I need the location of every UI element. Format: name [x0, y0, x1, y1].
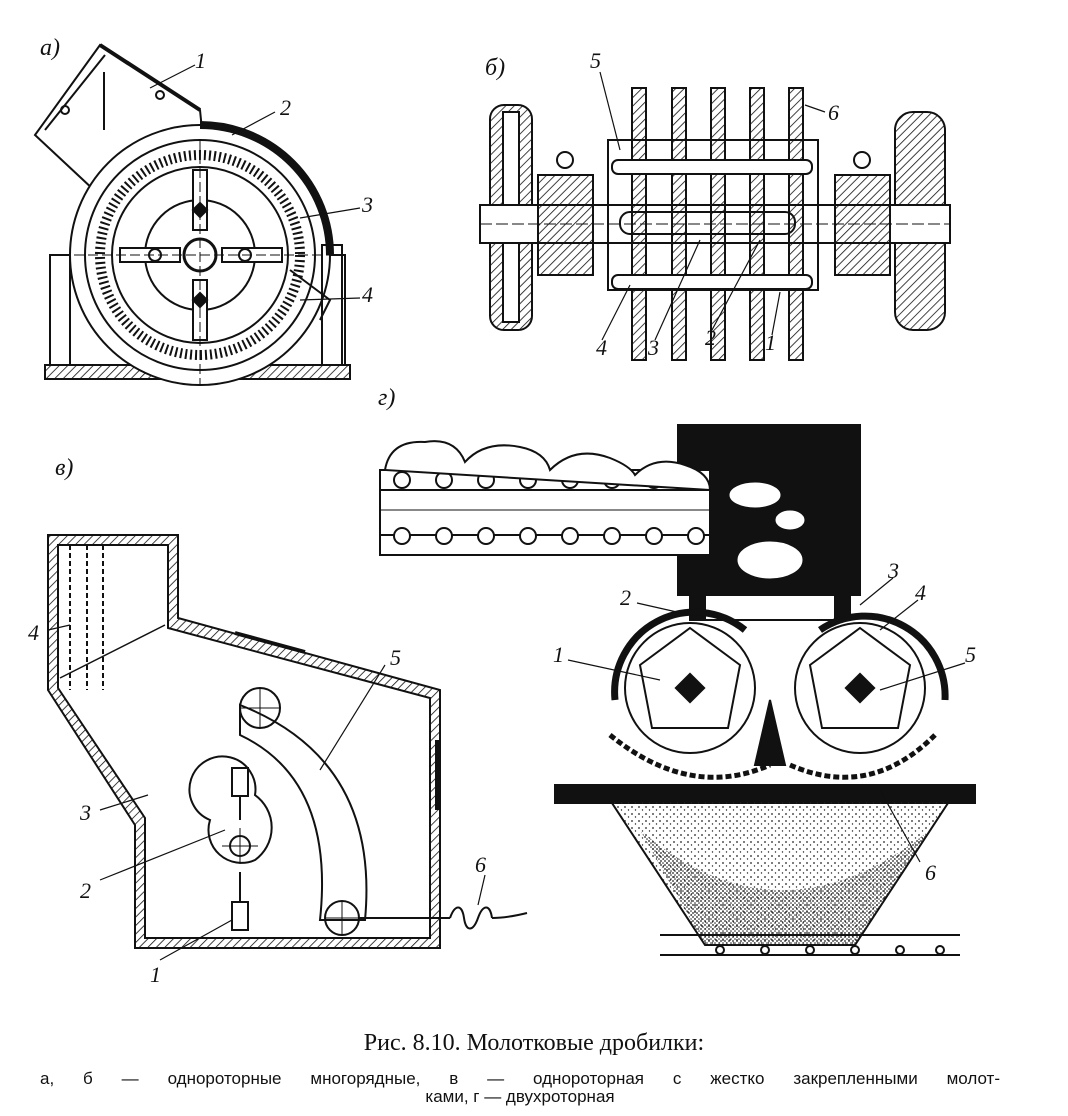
panel-b-part-label: 3 — [647, 335, 659, 360]
panel-v-part-label: 3 — [79, 800, 91, 825]
panel-v-part-label: 5 — [390, 645, 401, 670]
panel-g-double-rotor: г) — [378, 385, 976, 956]
panel-g-part-label: 6 — [925, 860, 936, 885]
panel-v-part-label: 4 — [28, 620, 39, 645]
panel-b-part-label: 1 — [765, 330, 776, 355]
panel-b-part-label: 4 — [596, 335, 607, 360]
hammer-crushers-figure: а) 1 2 3 — [28, 35, 976, 987]
panel-a-label: а) — [40, 35, 60, 61]
panel-v-part-label: 6 — [475, 852, 486, 877]
legend-line-1: а, б — однороторные многорядные, в — одн… — [40, 1069, 1000, 1088]
panel-v-part-label: 2 — [80, 878, 91, 903]
panel-g-part-label: 3 — [887, 558, 899, 583]
panel-b-rotor: б) — [479, 55, 951, 361]
panel-g-part-label: 1 — [553, 642, 564, 667]
panel-v-crusher: в) — [47, 455, 528, 961]
panel-b-part-label: 2 — [705, 325, 716, 350]
figure-caption-title: Рис. 8.10. Молотковые дробилки: — [363, 1030, 705, 1056]
panel-a-part-label: 2 — [280, 95, 291, 120]
panel-a-part-label: 1 — [195, 48, 206, 73]
panel-a-part-label: 3 — [361, 192, 373, 217]
panel-b-label: б) — [485, 55, 505, 81]
panel-b-part-label: 5 — [590, 48, 601, 73]
figure-caption-legend: а, б — однороторные многорядные, в — одн… — [40, 1070, 1000, 1106]
panel-v-part-label: 1 — [150, 962, 161, 987]
panel-g-part-label: 5 — [965, 642, 976, 667]
panel-v-label: в) — [55, 455, 73, 481]
panel-a-part-label: 4 — [362, 282, 373, 307]
panel-g-label: г) — [378, 385, 395, 411]
panel-b-part-label: 6 — [828, 100, 839, 125]
panel-a-crusher: а) — [33, 35, 361, 386]
panel-g-part-label: 2 — [620, 585, 631, 610]
legend-line-2: ками, г — двухроторная — [425, 1087, 615, 1106]
panel-g-part-label: 4 — [915, 580, 926, 605]
